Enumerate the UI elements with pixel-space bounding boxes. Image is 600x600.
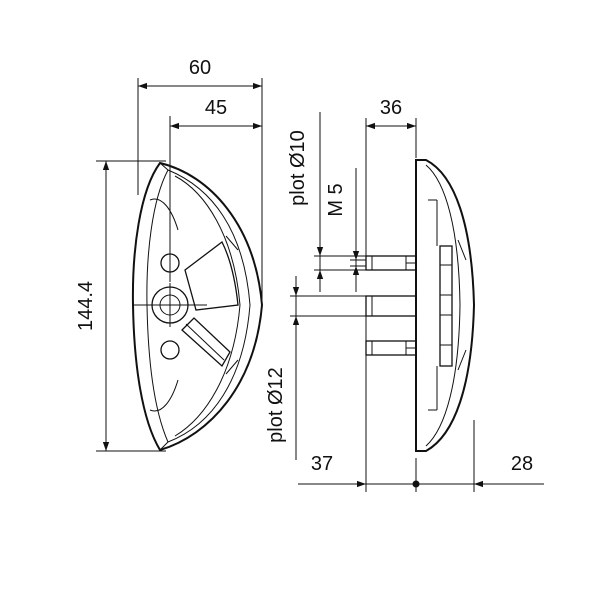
rosette-center-block (439, 245, 453, 367)
dim-plot-d10: plot Ø10 (287, 130, 309, 206)
rosette-plate (415, 159, 476, 452)
dim-offset-37: 37 (311, 453, 333, 475)
dim-width-60: 60 (189, 57, 211, 79)
dim-thread-m5: M 5 (325, 183, 347, 216)
dim-height-144: 144.4 (75, 281, 97, 331)
side-view (365, 159, 476, 452)
dim-offset-28: 28 (511, 453, 533, 475)
spindle-pin (365, 295, 417, 317)
reference-point (412, 480, 420, 488)
handle-outline (131, 161, 264, 452)
front-view (131, 161, 264, 452)
side-view-dimensions: 36 plot Ø10 M 5 plot Ø12 37 28 (265, 97, 544, 492)
dim-width-45: 45 (205, 97, 227, 119)
front-view-dimensions: 60 45 144.4 (75, 57, 263, 452)
screw-hole-lower (160, 340, 180, 360)
handle-inner-contour (146, 169, 251, 443)
dim-plot-d12: plot Ø12 (265, 367, 287, 443)
handle-arm-lower (181, 317, 231, 368)
handle-arm-upper (184, 241, 239, 311)
dim-depth-36: 36 (380, 97, 402, 119)
